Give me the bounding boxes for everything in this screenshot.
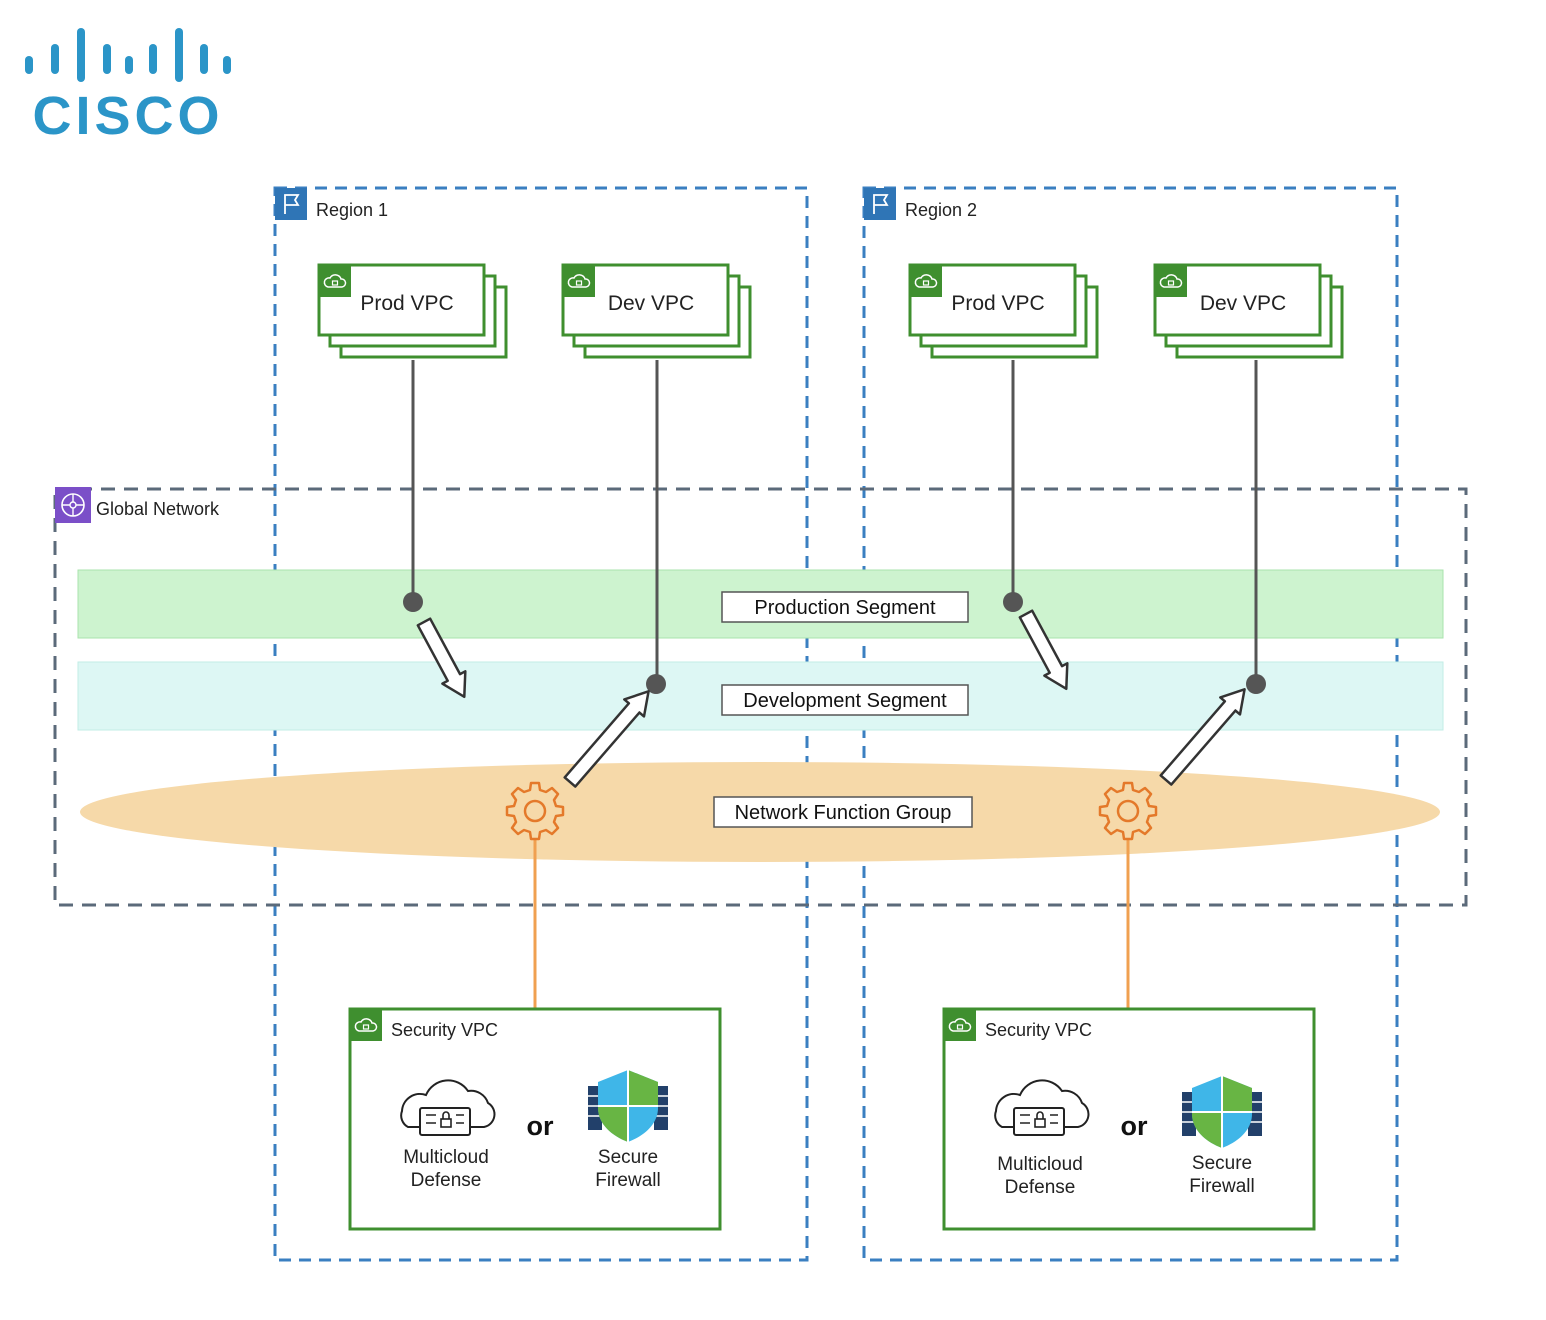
vpc-label: Prod VPC [360,292,453,315]
development-segment-tag: Development Segment [721,684,969,716]
production-segment-tag: Production Segment [721,591,969,623]
vpc-label: Prod VPC [951,292,1044,315]
vpc-cloud-icon [563,265,595,297]
secure-firewall-icon [588,1070,668,1142]
vpc-cloud-icon [319,265,351,297]
security-vpc-label: Security VPC [391,1020,498,1040]
global-network-label: Global Network [96,499,220,519]
multicloud-defense-label-line-2: Defense [411,1170,482,1191]
security-vpc-region-1: Security VPC Multicloud Defense or Secur… [348,1007,722,1231]
global-network-boundary [53,487,1468,907]
prod-vpc-region-2: Prod VPC [908,263,1099,359]
arrow-prod-to-nfg-region-2 [1018,609,1069,691]
secure-firewall-icon [1182,1076,1262,1148]
vpc-connectors [411,360,1258,684]
vpc-cloud-icon [350,1009,382,1041]
multicloud-defense-label-line-1: Multicloud [403,1147,489,1168]
gear-icon [505,781,565,841]
vpc-cloud-icon [944,1009,976,1041]
region-1-label: Region 1 [316,200,388,220]
network-function-group-label: Network Function Group [735,802,952,824]
dev-vpc-region-1: Dev VPC [561,263,752,359]
multicloud-defense-icon [400,1079,496,1136]
cisco-bars-icon [25,28,231,82]
or-label: or [1121,1111,1148,1141]
security-vpc-region-2: Security VPC Multicloud Defense or Secur… [942,1007,1316,1231]
global-network-icon [55,487,91,523]
development-segment-label: Development Segment [743,690,947,712]
vpc-cloud-icon [1155,265,1187,297]
multicloud-defense-label-line-1: Multicloud [997,1154,1083,1175]
arrow-nfg-to-dev-region-1 [563,690,650,788]
prod-vpc-region-1: Prod VPC [317,263,508,359]
traffic-arrows [416,609,1246,788]
vpc-cloud-icon [910,265,942,297]
multicloud-defense-icon [994,1079,1090,1136]
network-function-group-tag: Network Function Group [713,796,973,828]
gear-icon [1098,781,1158,841]
security-connectors [533,840,1130,1009]
region-1-flag-icon [275,188,307,220]
arrow-prod-to-nfg-region-1 [416,617,467,699]
secure-firewall-label-line-1: Secure [598,1147,658,1168]
cisco-wordmark: CISCO [32,86,223,146]
vpc-label: Dev VPC [608,292,694,315]
or-label: or [527,1111,554,1141]
vpc-label: Dev VPC [1200,292,1286,315]
secure-firewall-label-line-2: Firewall [595,1170,660,1191]
region-2-label: Region 2 [905,200,977,220]
secure-firewall-label-line-1: Secure [1192,1153,1252,1174]
segment-attachment-dots [403,592,1266,694]
production-segment-label: Production Segment [754,597,936,619]
secure-firewall-label-line-2: Firewall [1189,1176,1254,1197]
security-vpc-label: Security VPC [985,1020,1092,1040]
cisco-logo: CISCO [25,28,231,146]
dev-vpc-region-2: Dev VPC [1153,263,1344,359]
region-2-flag-icon [864,188,896,220]
multicloud-defense-label-line-2: Defense [1005,1177,1076,1198]
arrow-nfg-to-dev-region-2 [1159,688,1246,786]
